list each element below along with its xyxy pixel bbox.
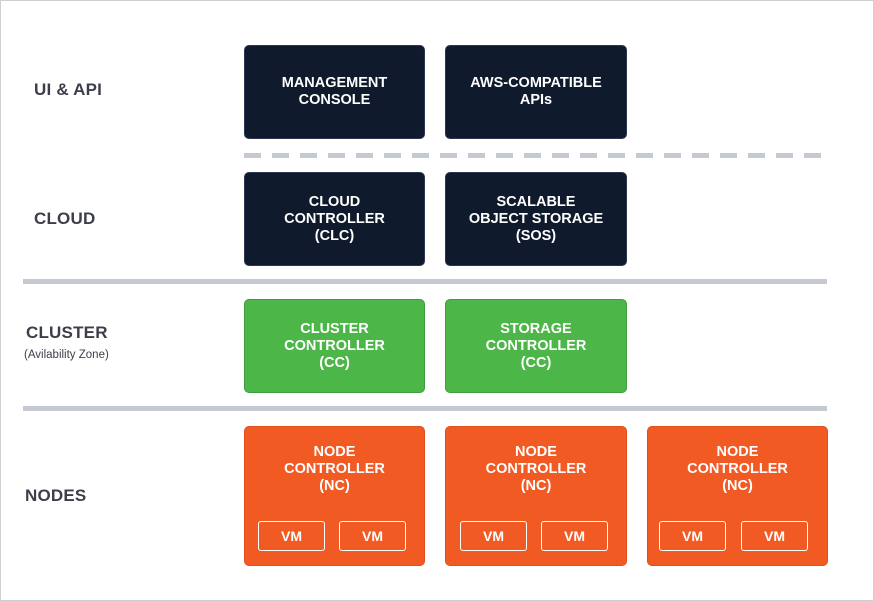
separator-cloud-cluster <box>23 279 827 284</box>
node-controller-box-3: NODE CONTROLLER (NC) VM VM <box>647 426 828 566</box>
layer-label-nodes: NODES <box>25 486 87 505</box>
box-line: (NC) <box>520 478 552 494</box>
aws-compatible-apis-box: AWS-COMPATIBLE APIs <box>445 45 627 139</box>
scalable-object-storage-box: SCALABLE OBJECT STORAGE (SOS) <box>445 172 627 266</box>
layer-label-cloud: CLOUD <box>34 209 96 228</box>
box-line: CONTROLLER <box>284 461 385 477</box>
box-line: (CC) <box>319 354 350 371</box>
box-line: CONTROLLER <box>485 337 587 354</box>
box-line: AWS-COMPATIBLE <box>470 75 602 91</box>
box-line: NODE <box>515 444 557 460</box>
box-line: CLUSTER <box>300 320 369 337</box>
box-line: CONTROLLER <box>284 210 385 227</box>
box-line: SCALABLE <box>496 193 576 210</box>
layer-label-cluster: CLUSTER <box>26 323 108 342</box>
box-line: (NC) <box>319 478 350 494</box>
box-line: MANAGEMENT <box>281 75 388 91</box>
vm-box: VM <box>460 521 527 551</box>
layer-sublabel-cluster: (Avilability Zone) <box>24 349 109 361</box>
node-controller-box-2: NODE CONTROLLER (NC) VM VM <box>445 426 627 566</box>
box-line: OBJECT STORAGE <box>468 210 604 227</box>
separator-dashed <box>244 153 824 158</box>
separator-cluster-nodes <box>23 406 827 411</box>
cluster-controller-box: CLUSTER CONTROLLER (CC) <box>244 299 425 393</box>
box-line: (CC) <box>520 354 552 371</box>
box-line: (CLC) <box>314 227 355 244</box>
box-line: NODE <box>313 444 356 460</box>
box-line: CLOUD <box>308 193 361 210</box>
layer-label-ui-api: UI & API <box>34 80 103 99</box>
management-console-box: MANAGEMENT CONSOLE <box>244 45 425 139</box>
box-line: CONTROLLER <box>687 461 788 477</box>
box-line: (NC) <box>722 478 753 494</box>
box-line: STORAGE <box>500 320 572 337</box>
box-line: CONTROLLER <box>284 337 385 354</box>
box-line: NODE <box>716 444 759 460</box>
node-controller-box-1: NODE CONTROLLER (NC) VM VM <box>244 426 425 566</box>
box-line: (SOS) <box>515 227 557 244</box>
vm-box: VM <box>541 521 608 551</box>
vm-box: VM <box>258 521 325 551</box>
box-line: CONTROLLER <box>485 461 587 477</box>
vm-box: VM <box>659 521 726 551</box>
cloud-controller-box: CLOUD CONTROLLER (CLC) <box>244 172 425 266</box>
box-line: CONSOLE <box>298 92 371 108</box>
vm-box: VM <box>339 521 406 551</box>
vm-box: VM <box>741 521 808 551</box>
storage-controller-box: STORAGE CONTROLLER (CC) <box>445 299 627 393</box>
box-line: APIs <box>519 92 553 108</box>
